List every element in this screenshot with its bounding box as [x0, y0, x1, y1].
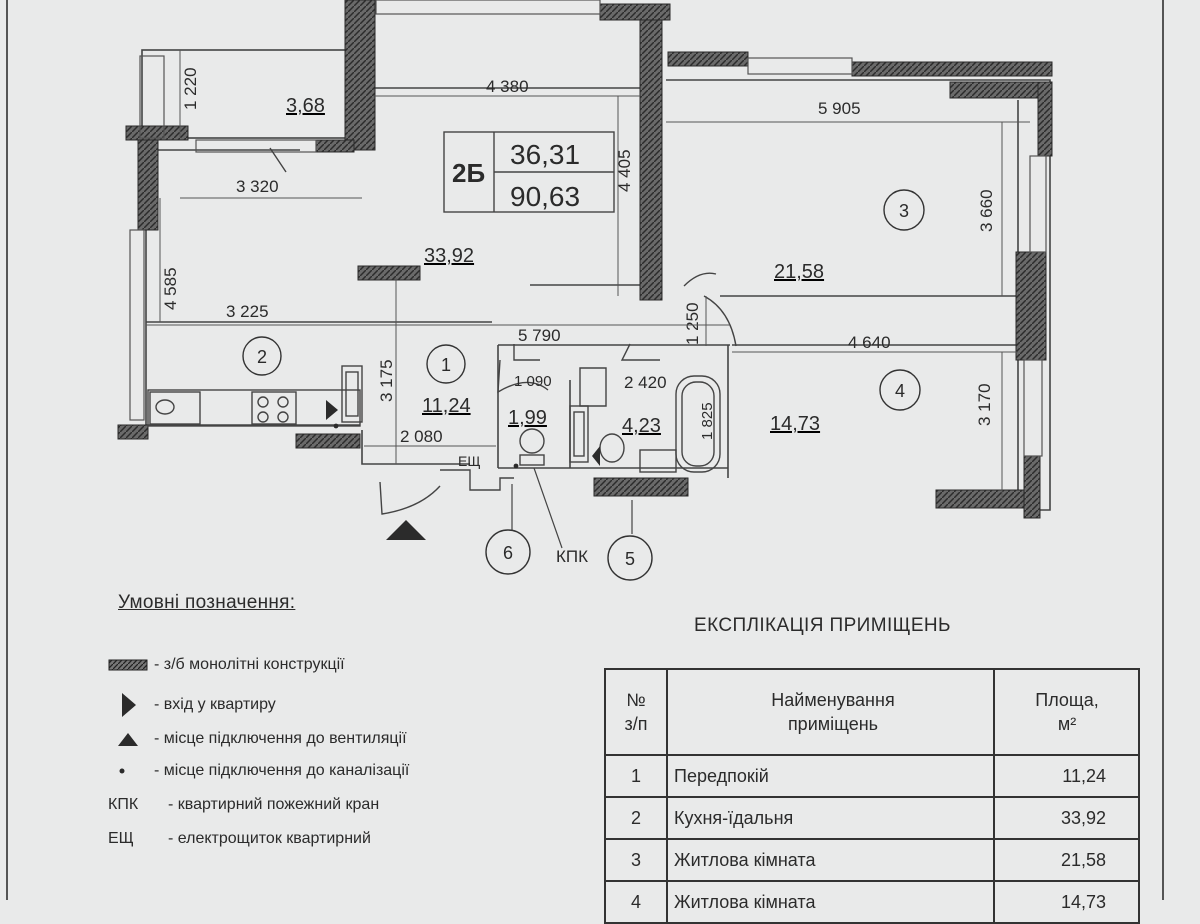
header-area: Площа,м² [993, 668, 1140, 756]
ventilation-triangle-icon [108, 730, 154, 748]
table-row: 1 Передпокій 11,24 [604, 754, 1140, 798]
room-marker-5: 5 [625, 549, 635, 569]
dim-bath-2420: 2 420 [624, 373, 667, 392]
area-balcony: 3,68 [286, 95, 325, 117]
dim-2080: 2 080 [400, 427, 443, 446]
dim-3660: 3 660 [977, 189, 996, 232]
legend-item: КПК - квартирний пожежний кран [108, 796, 379, 814]
legend-item: ЕЩ - електрощиток квартирний [108, 830, 371, 848]
area-kitchen: 33,92 [424, 245, 474, 267]
legend-text: - електрощиток квартирний [168, 830, 371, 847]
dim-4585: 4 585 [161, 267, 180, 310]
dim-kitchen-top: 3 320 [236, 177, 279, 196]
callout-lines [511, 467, 633, 549]
row-number: 2 [604, 796, 668, 840]
row-number: 1 [604, 754, 668, 798]
row-area: 21,58 [993, 838, 1140, 882]
dim-bath-1825: 1 825 [699, 402, 716, 440]
entrance-triangle-icon [108, 692, 154, 718]
room-marker-3: 3 [899, 201, 909, 221]
row-name: Житлова кімната [666, 838, 995, 882]
page-right-edge [1162, 0, 1164, 900]
dim-wc-1090: 1 090 [514, 373, 552, 390]
sewer-dot-icon [513, 463, 519, 469]
floor-plan: 2Б 36,31 90,63 1 220 4 380 5 905 3 320 4… [117, 0, 1053, 581]
legend-item: - з/б монолітні конструкції [108, 656, 345, 674]
row-number: 3 [604, 838, 668, 882]
page-left-edge [6, 0, 8, 900]
table-row: 2 Кухня-їдальня 33,92 [604, 796, 1140, 840]
sewer-dot-icon [333, 423, 339, 429]
dim-4640: 4 640 [848, 333, 891, 352]
legend-text: - місце підключення до каналізації [154, 762, 410, 779]
legend-text: - з/б монолітні конструкції [154, 656, 345, 673]
plan-outlines [141, 49, 1051, 511]
dim-5790: 5 790 [518, 326, 561, 345]
area-room4: 14,73 [770, 413, 820, 435]
entrance-triangle-icon [326, 400, 338, 420]
area-room3: 21,58 [774, 261, 824, 283]
label-esch: ЕЩ [458, 453, 480, 469]
area-bath: 4,23 [622, 415, 661, 437]
legend-text: - місце підключення до вентиляції [154, 730, 407, 747]
dim-balcony-height: 1 220 [181, 67, 200, 110]
fixtures [147, 147, 737, 515]
wall-hatch-icon [108, 659, 154, 671]
row-name: Кухня-їдальня [666, 796, 995, 840]
dim-3170: 3 170 [975, 383, 994, 426]
plan-symbols [326, 400, 600, 540]
dim-top-width: 4 380 [486, 77, 529, 96]
area-hall: 11,24 [422, 395, 471, 417]
dimension-lines [146, 50, 1030, 500]
row-area: 14,73 [993, 880, 1140, 924]
dim-right-width: 5 905 [818, 99, 861, 118]
living-area: 36,31 [510, 139, 580, 170]
windows [129, 0, 1047, 457]
row-name: Житлова кімната [666, 880, 995, 924]
dimension-labels: 1 220 4 380 5 905 3 320 4 405 3 660 4 58… [161, 67, 996, 446]
sewer-dot-icon [108, 765, 154, 777]
room-marker-6: 6 [503, 543, 513, 563]
legend-text: - квартирний пожежний кран [168, 796, 380, 813]
legend-item: - місце підключення до вентиляції [108, 730, 407, 748]
row-area: 33,92 [993, 796, 1140, 840]
legend-item: - вхід у квартиру [108, 692, 276, 718]
label-kpk: КПК [556, 547, 588, 566]
dim-3175: 3 175 [377, 359, 396, 402]
legend-text: - вхід у квартиру [154, 696, 276, 713]
row-name: Передпокій [666, 754, 995, 798]
room-markers: 1 2 3 4 5 6 [242, 189, 925, 581]
dim-1250: 1 250 [683, 302, 702, 345]
room-marker-4: 4 [895, 381, 905, 401]
row-number: 4 [604, 880, 668, 924]
legend-symbol-esch: ЕЩ [108, 830, 134, 847]
table-row: 4 Житлова кімната 14,73 [604, 880, 1140, 924]
room-marker-1: 1 [441, 355, 451, 375]
entrance-triangle-icon-wc [592, 446, 600, 466]
concrete-walls [117, 0, 1053, 519]
legend-item: - місце підключення до каналізації [108, 762, 409, 780]
legend-symbol-kpk: КПК [108, 796, 139, 813]
area-labels: 3,68 33,92 21,58 11,24 1,99 4,23 14,73 [286, 95, 824, 437]
ventilation-triangle-icon [386, 520, 426, 540]
explication-title: ЕКСПЛІКАЦІЯ ПРИМІЩЕНЬ [694, 615, 951, 636]
total-area: 90,63 [510, 181, 580, 212]
area-wc: 1,99 [508, 407, 547, 429]
legend-title: Умовні позначення: [118, 592, 296, 613]
table-row: 3 Житлова кімната 21,58 [604, 838, 1140, 882]
room-marker-2: 2 [257, 347, 267, 367]
area-summary-box: 2Б 36,31 90,63 [443, 131, 615, 213]
row-area: 11,24 [993, 754, 1140, 798]
apartment-type: 2Б [452, 158, 485, 188]
dim-3225: 3 225 [226, 302, 269, 321]
dim-4405: 4 405 [615, 149, 634, 192]
